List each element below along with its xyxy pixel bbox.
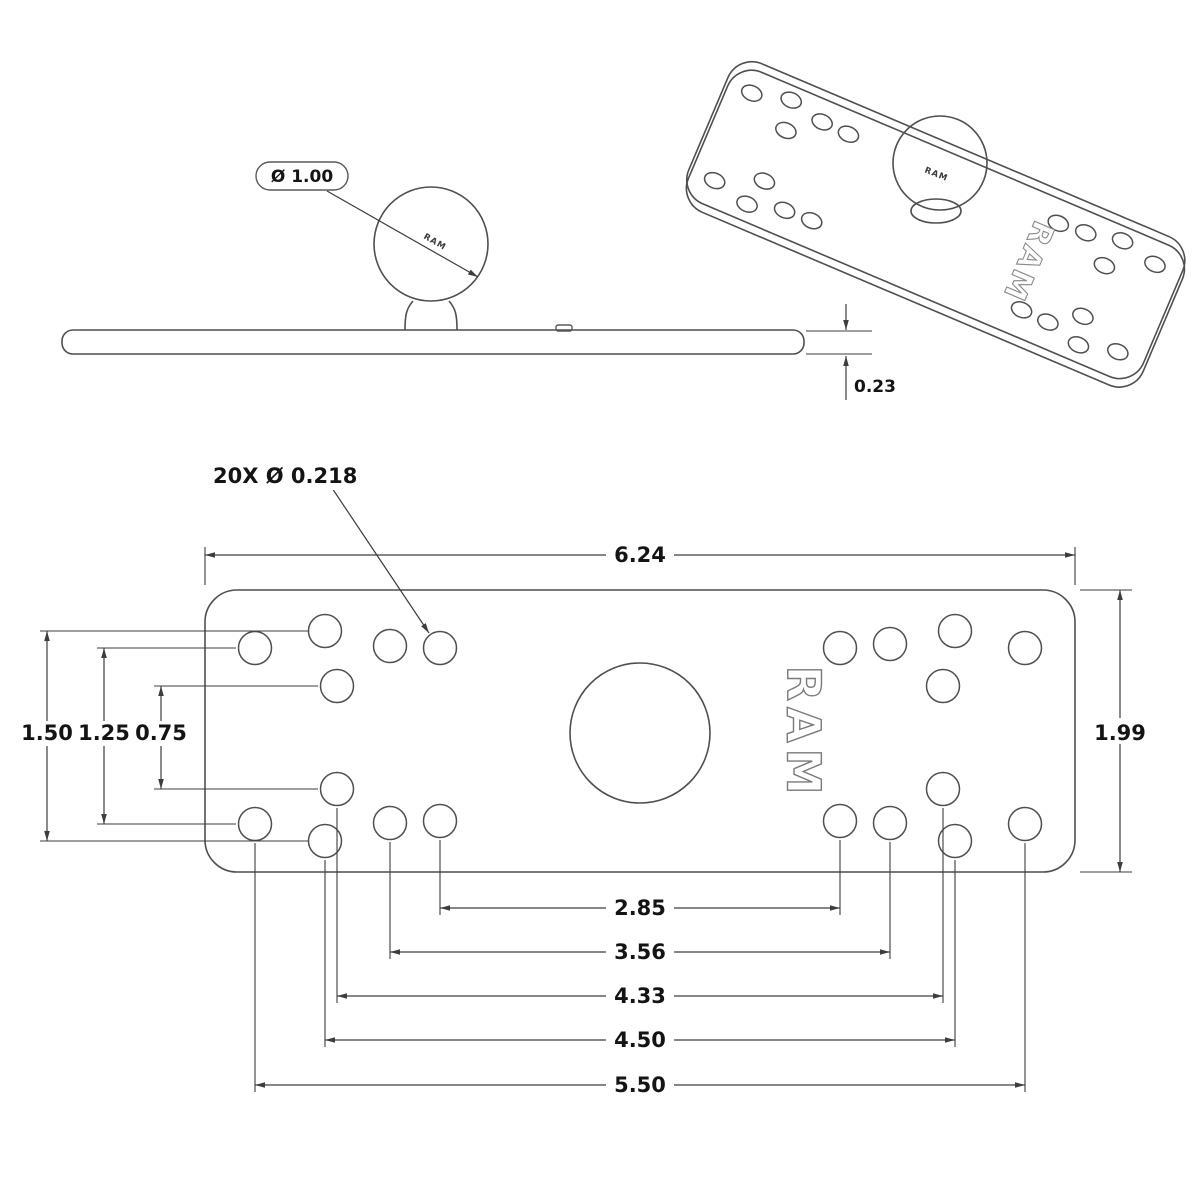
iso-hole bbox=[1106, 342, 1129, 361]
bottom-dim-433-label: 4.33 bbox=[614, 984, 666, 1008]
iso-hole bbox=[1067, 336, 1090, 354]
plan-hole bbox=[822, 803, 858, 839]
iso-hole bbox=[740, 84, 763, 102]
iso-ball-brand: RAM bbox=[923, 166, 950, 184]
iso-hole bbox=[1072, 307, 1094, 326]
iso-hole bbox=[1093, 256, 1116, 275]
iso-hole bbox=[800, 211, 823, 230]
plan-hole bbox=[937, 613, 973, 649]
iso-view: RAM RAM bbox=[685, 60, 1186, 388]
iso-hole bbox=[703, 171, 726, 190]
hole-callout-bg bbox=[206, 462, 336, 490]
plan-hole bbox=[925, 668, 961, 704]
iso-hole bbox=[775, 121, 797, 140]
dim-text-bg bbox=[78, 721, 130, 746]
iso-hole bbox=[753, 172, 776, 190]
dim-width: 6.24 bbox=[204, 542, 1076, 585]
ball-neck-left bbox=[404, 300, 414, 331]
dim-text-bg bbox=[606, 1072, 674, 1098]
dim-text-bg bbox=[21, 721, 73, 746]
plan-hole bbox=[237, 806, 273, 842]
iso-hole bbox=[1111, 232, 1134, 250]
iso-hole bbox=[1010, 301, 1033, 319]
dim-left-125: 1.25 bbox=[78, 647, 236, 825]
dim-text-bg bbox=[606, 939, 674, 965]
ball-side bbox=[373, 186, 489, 302]
iso-hole bbox=[837, 125, 860, 143]
iso-hole bbox=[1047, 214, 1070, 233]
iso-hole bbox=[780, 91, 803, 109]
plate-outline bbox=[204, 589, 1076, 873]
iso-hole bbox=[736, 195, 758, 213]
dim-text-bg bbox=[135, 721, 187, 746]
plan-hole bbox=[872, 626, 908, 662]
ball-neck-right bbox=[448, 300, 458, 331]
dim-bottom-433: 4.33 bbox=[336, 808, 944, 1009]
left-dim-125-label: 1.25 bbox=[78, 721, 130, 745]
dim-text-bg bbox=[606, 1027, 674, 1053]
iso-hole bbox=[1037, 313, 1059, 331]
ball-diameter-balloon bbox=[255, 161, 349, 191]
plan-hole bbox=[422, 630, 458, 666]
iso-hole bbox=[773, 201, 796, 220]
width-label: 6.24 bbox=[614, 543, 666, 567]
plate-notch bbox=[555, 324, 573, 332]
iso-hole bbox=[811, 113, 833, 131]
dim-bottom-450: 4.50 bbox=[324, 860, 956, 1053]
iso-hole bbox=[1074, 223, 1097, 242]
plan-view: RAM 20X Ø 0.218 6.24 bbox=[21, 462, 1150, 1098]
ball-brand-side: RAM bbox=[422, 232, 448, 253]
plan-hole bbox=[822, 630, 858, 666]
iso-ball bbox=[892, 115, 988, 211]
plan-hole bbox=[1007, 806, 1043, 842]
plan-hole bbox=[319, 668, 355, 704]
plan-hole bbox=[1007, 630, 1043, 666]
dim-text-bg bbox=[606, 542, 674, 568]
plan-hole bbox=[925, 771, 961, 807]
iso-brand-label: RAM bbox=[995, 216, 1060, 308]
hole-callout-label: 20X Ø 0.218 bbox=[213, 464, 357, 488]
plan-hole bbox=[372, 628, 408, 664]
bottom-dim-356-label: 3.56 bbox=[614, 940, 666, 964]
dim-bottom-356: 3.56 bbox=[389, 842, 891, 965]
side-view: Ø 1.00 RAM 0.23 bbox=[61, 161, 896, 400]
dim-text-bg bbox=[606, 983, 674, 1009]
plan-hole bbox=[422, 803, 458, 839]
dim-text-bg bbox=[1092, 718, 1150, 744]
plan-hole bbox=[372, 805, 408, 841]
ball-diameter-label: Ø 1.00 bbox=[271, 167, 333, 187]
plan-hole bbox=[237, 630, 273, 666]
iso-plate-top-face bbox=[686, 60, 1186, 380]
dim-left-075: 0.75 bbox=[135, 685, 318, 790]
dim-height: 1.99 bbox=[1080, 589, 1150, 873]
plan-hole bbox=[307, 613, 343, 649]
plan-hole bbox=[937, 823, 973, 859]
plate-side-profile bbox=[61, 329, 805, 355]
ball-base-circle bbox=[569, 662, 711, 804]
hole-callout-leader bbox=[331, 487, 430, 634]
iso-hole bbox=[1144, 255, 1166, 274]
plan-hole bbox=[872, 805, 908, 841]
plan-hole bbox=[307, 823, 343, 859]
height-label: 1.99 bbox=[1094, 721, 1146, 745]
bottom-dim-550-label: 5.50 bbox=[614, 1073, 666, 1097]
iso-plate-bottom-face bbox=[685, 69, 1186, 388]
thickness-label: 0.23 bbox=[854, 377, 896, 397]
bottom-dim-285-label: 2.85 bbox=[614, 896, 666, 920]
left-dim-150-label: 1.50 bbox=[21, 721, 73, 745]
plan-hole bbox=[319, 771, 355, 807]
bottom-dim-450-label: 4.50 bbox=[614, 1028, 666, 1052]
left-dim-075-label: 0.75 bbox=[135, 721, 187, 745]
plan-brand-label: RAM bbox=[777, 666, 831, 801]
ball-diameter-leader bbox=[326, 190, 479, 278]
dim-left-150: 1.50 bbox=[21, 630, 308, 842]
dim-bottom-285: 2.85 bbox=[439, 840, 841, 921]
iso-ball-neck bbox=[910, 198, 962, 224]
dim-bottom-550: 5.50 bbox=[254, 843, 1026, 1098]
dim-text-bg bbox=[606, 895, 674, 921]
